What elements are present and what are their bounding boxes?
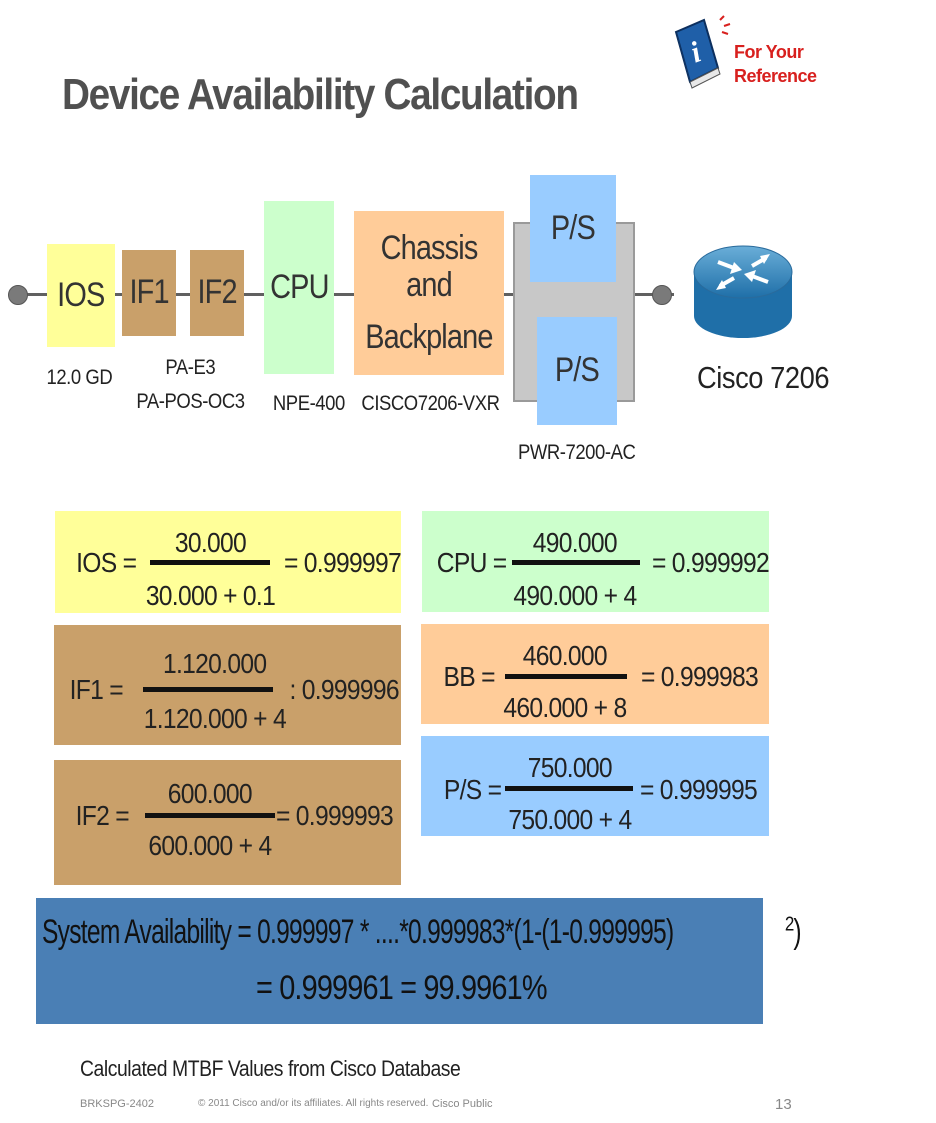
- bb-formula-label: BB =: [443, 661, 495, 692]
- start-dot: [8, 285, 28, 305]
- system-availability-line-2: = 0.999961 = 99.9961%: [256, 969, 548, 1007]
- if1-block: IF1: [122, 250, 176, 336]
- ios-denominator: 30.000 + 0.1: [145, 580, 275, 611]
- cpu-numerator: 490.000: [532, 527, 618, 558]
- squared-exponent: 2: [784, 913, 794, 936]
- ios-caption: 12.0 GD: [46, 366, 112, 389]
- ios-result: = 0.999997: [283, 547, 402, 578]
- footnote: Calculated MTBF Values from Cisco Databa…: [80, 1056, 461, 1081]
- if2-fraction-bar: [145, 813, 275, 818]
- bb-result: = 0.999983: [640, 661, 759, 692]
- if1-formula-panel: [54, 625, 401, 745]
- if1-numerator: 1.120.000: [163, 648, 267, 679]
- page-number: 13: [775, 1096, 792, 1113]
- ios-block: IOS: [47, 244, 115, 347]
- if-caption-1: PA-E3: [165, 356, 215, 379]
- connector-line: [14, 293, 674, 296]
- chassis-caption: CISCO7206-VXR: [361, 392, 500, 415]
- cpu-fraction-bar: [512, 560, 640, 565]
- cpu-formula-label: CPU =: [436, 547, 507, 578]
- system-availability-line-1: System Availability = 0.999997 * ....*0.…: [42, 913, 802, 951]
- ps-formula-label: P/S =: [443, 774, 502, 805]
- if1-fraction-bar: [143, 687, 273, 692]
- bb-fraction-bar: [505, 674, 627, 679]
- cpu-block: CPU: [264, 201, 334, 374]
- ps-block-2: P/S: [537, 317, 617, 425]
- info-book-icon: i: [670, 14, 732, 89]
- ps-result: = 0.999995: [639, 774, 758, 805]
- for-your-reference-badge: For Your Reference: [734, 42, 817, 86]
- ps-block-1: P/S: [530, 175, 616, 282]
- ps-denominator: 750.000 + 4: [508, 804, 632, 835]
- ps-caption: PWR-7200-AC: [518, 441, 636, 464]
- if2-block: IF2: [190, 250, 244, 336]
- ps-numerator: 750.000: [527, 752, 613, 783]
- if2-numerator: 600.000: [167, 778, 253, 809]
- if-caption-2: PA-POS-OC3: [135, 390, 245, 413]
- if2-formula-panel: [54, 760, 401, 885]
- if2-result: = 0.999993: [275, 800, 394, 831]
- if1-formula-label: IF1 =: [69, 674, 124, 705]
- footer-session: BRKSPG-2402: [80, 1098, 154, 1110]
- if1-denominator: 1.120.000 + 4: [143, 703, 287, 734]
- ios-numerator: 30.000: [174, 527, 246, 558]
- ios-fraction-bar: [150, 560, 270, 565]
- if2-denominator: 600.000 + 4: [148, 830, 272, 861]
- slide-title: Device Availability Calculation: [62, 70, 579, 119]
- cpu-result: = 0.999992: [651, 547, 770, 578]
- footer-copyright: © 2011 Cisco and/or its affiliates. All …: [198, 1098, 429, 1109]
- router-icon: [690, 238, 796, 346]
- if2-formula-label: IF2 =: [75, 800, 130, 831]
- if1-result: : 0.999996: [289, 674, 399, 705]
- chassis-block: Chassis and Backplane: [354, 211, 504, 375]
- ps-fraction-bar: [505, 786, 633, 791]
- bb-denominator: 460.000 + 8: [503, 692, 627, 723]
- device-label: Cisco 7206: [697, 360, 830, 395]
- cpu-caption: NPE-400: [273, 392, 345, 415]
- end-dot: [652, 285, 672, 305]
- bb-numerator: 460.000: [522, 640, 608, 671]
- system-availability-panel: [36, 898, 763, 1024]
- cpu-denominator: 490.000 + 4: [513, 580, 637, 611]
- footer-classification: Cisco Public: [432, 1098, 493, 1110]
- ios-formula-label: IOS =: [76, 547, 137, 578]
